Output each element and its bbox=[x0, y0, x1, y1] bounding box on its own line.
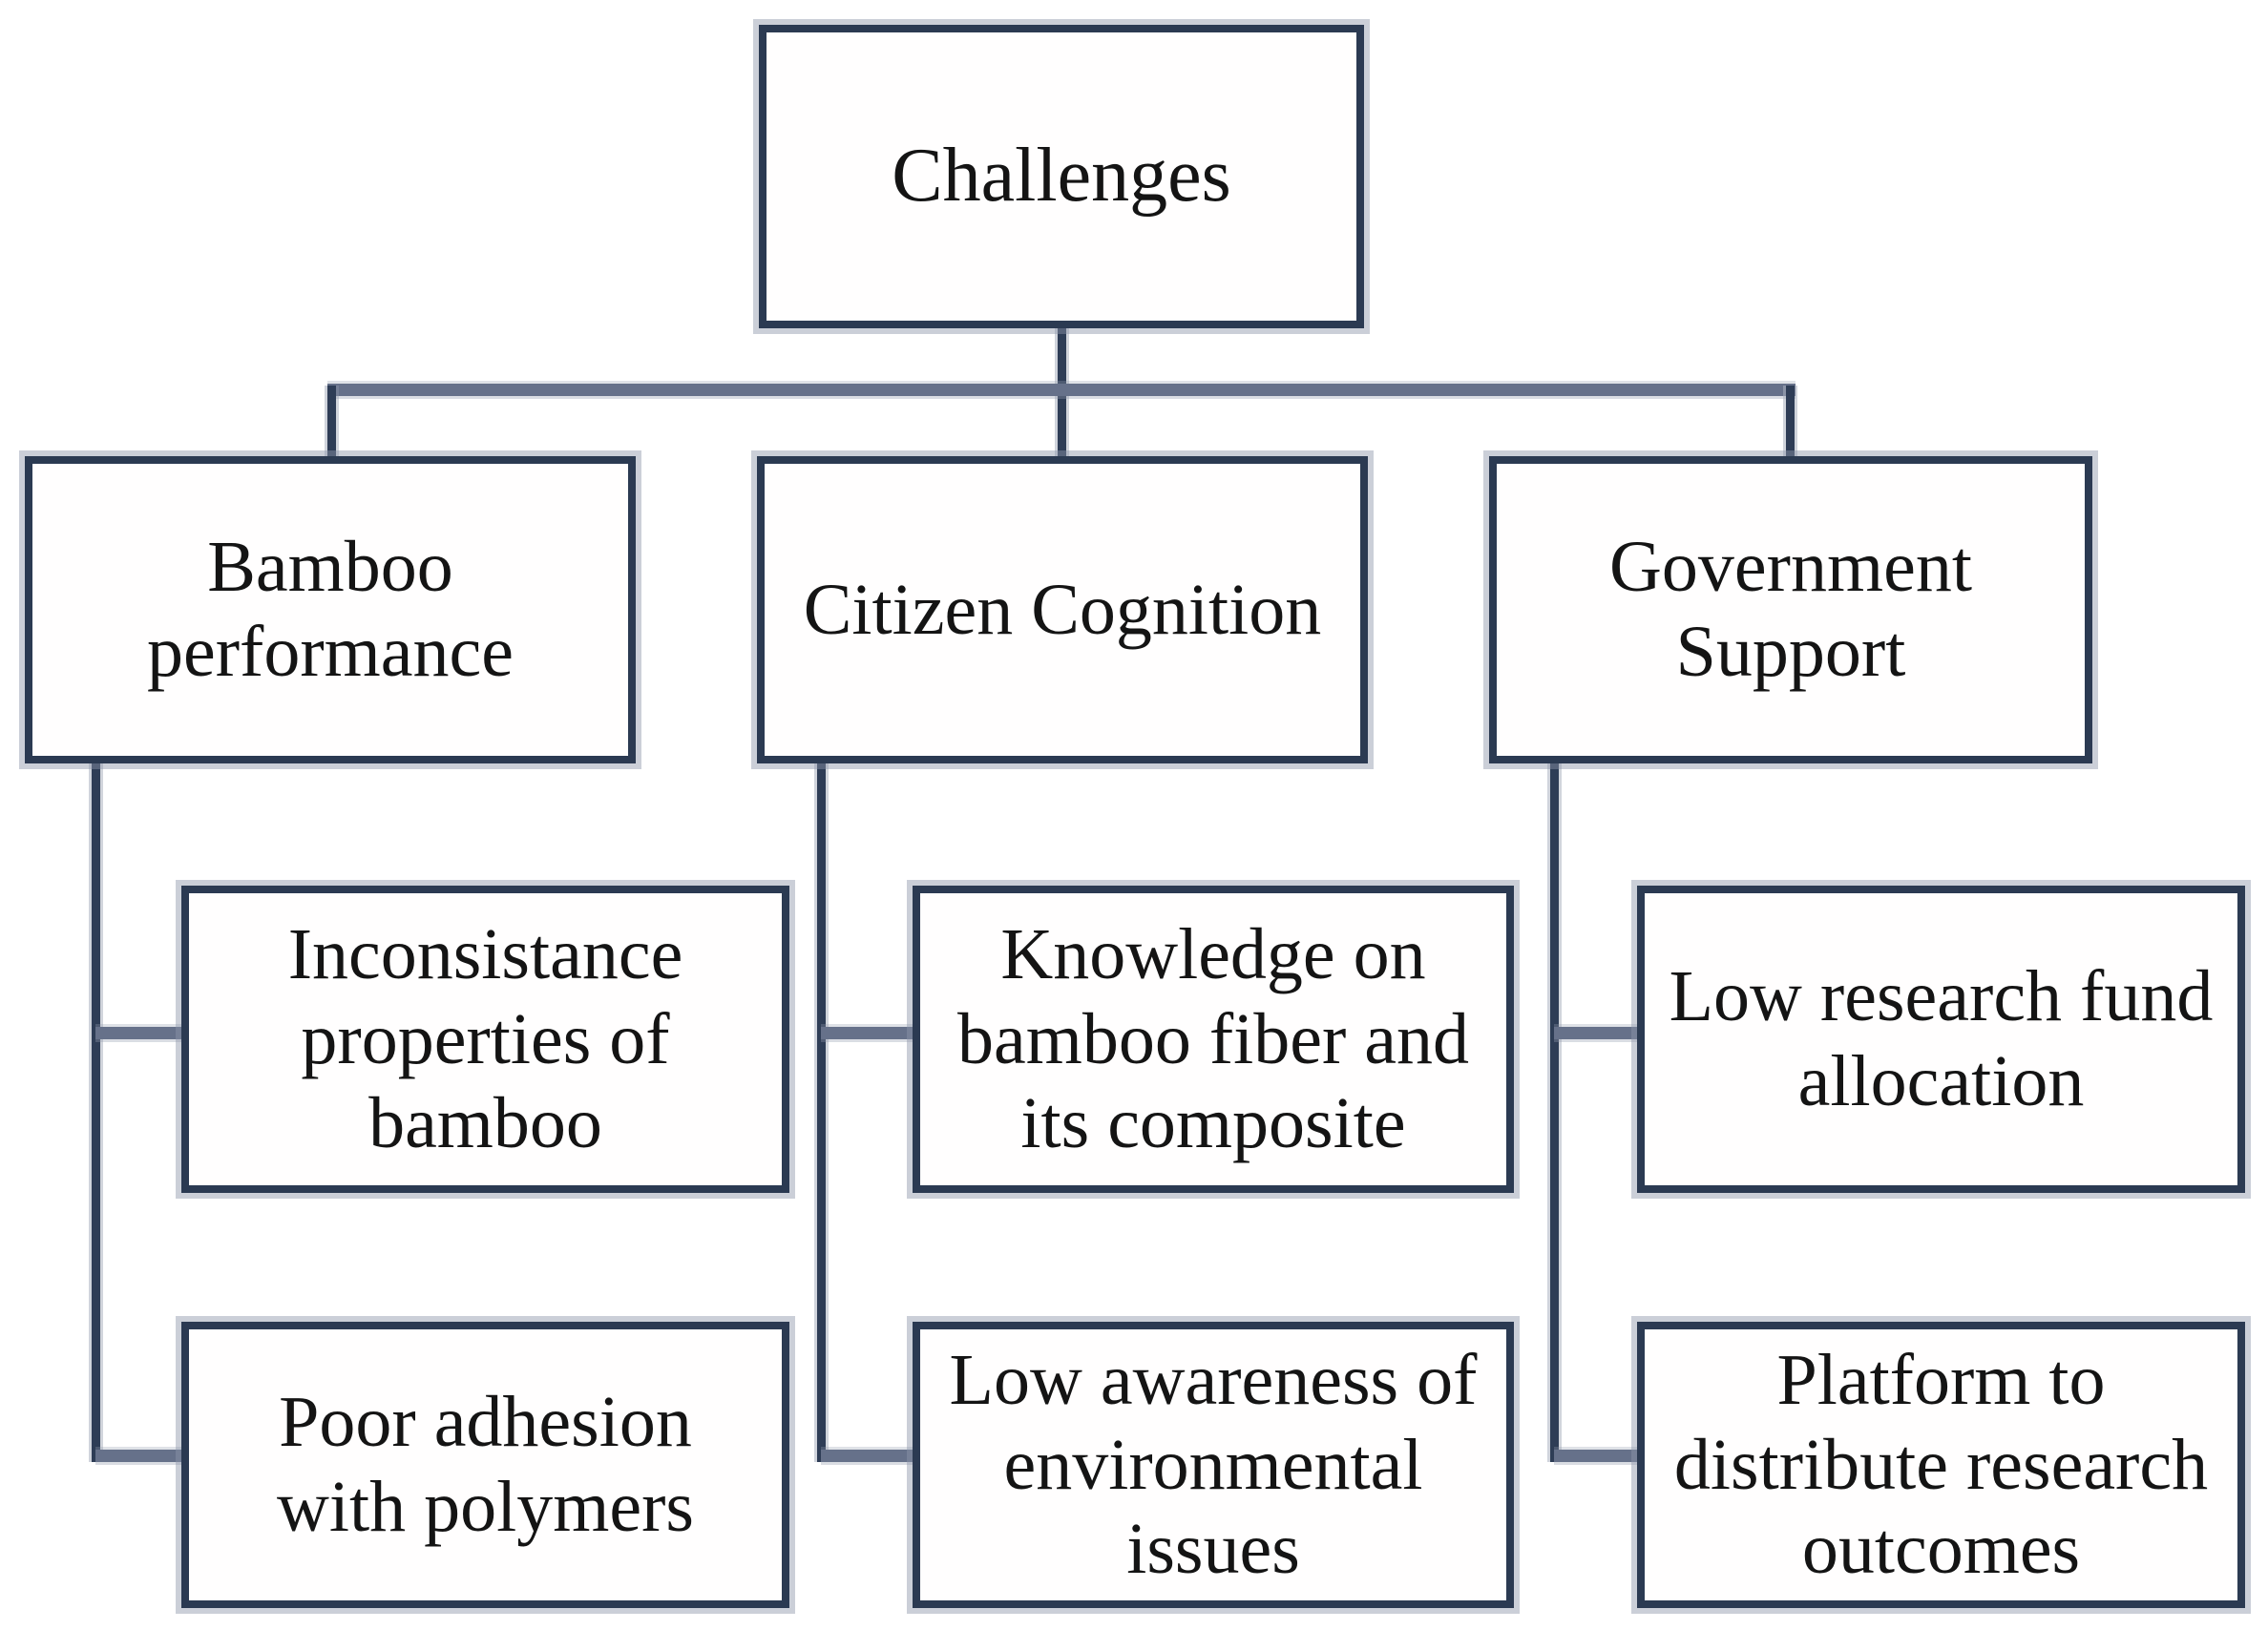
connector-stub-knowledge-line bbox=[821, 1027, 916, 1039]
connector-trunk-citizen-line bbox=[817, 758, 826, 1462]
node-citizen-cognition: Citizen Cognition bbox=[757, 456, 1368, 763]
node-citizen-cognition-label: Citizen Cognition bbox=[803, 569, 1322, 650]
connector-trunk-government-line bbox=[1550, 758, 1559, 1462]
connector-stub-poor-adhesion-line bbox=[95, 1450, 186, 1462]
node-challenges-label: Challenges bbox=[892, 134, 1231, 219]
node-challenges: Challenges bbox=[759, 25, 1364, 328]
connector-trunk-bamboo-line bbox=[92, 758, 100, 1462]
connector-drop-government-line bbox=[1786, 386, 1795, 458]
connector-stub-research-fund-line bbox=[1554, 1027, 1642, 1039]
connector-stub-platform-line bbox=[1554, 1450, 1642, 1462]
connector-drop-bamboo-line bbox=[327, 386, 336, 458]
connector-branch-horizontal-line bbox=[327, 384, 1796, 396]
connector-stub-awareness-line bbox=[821, 1450, 916, 1462]
connector-stub-inconsistance-line bbox=[95, 1027, 186, 1039]
